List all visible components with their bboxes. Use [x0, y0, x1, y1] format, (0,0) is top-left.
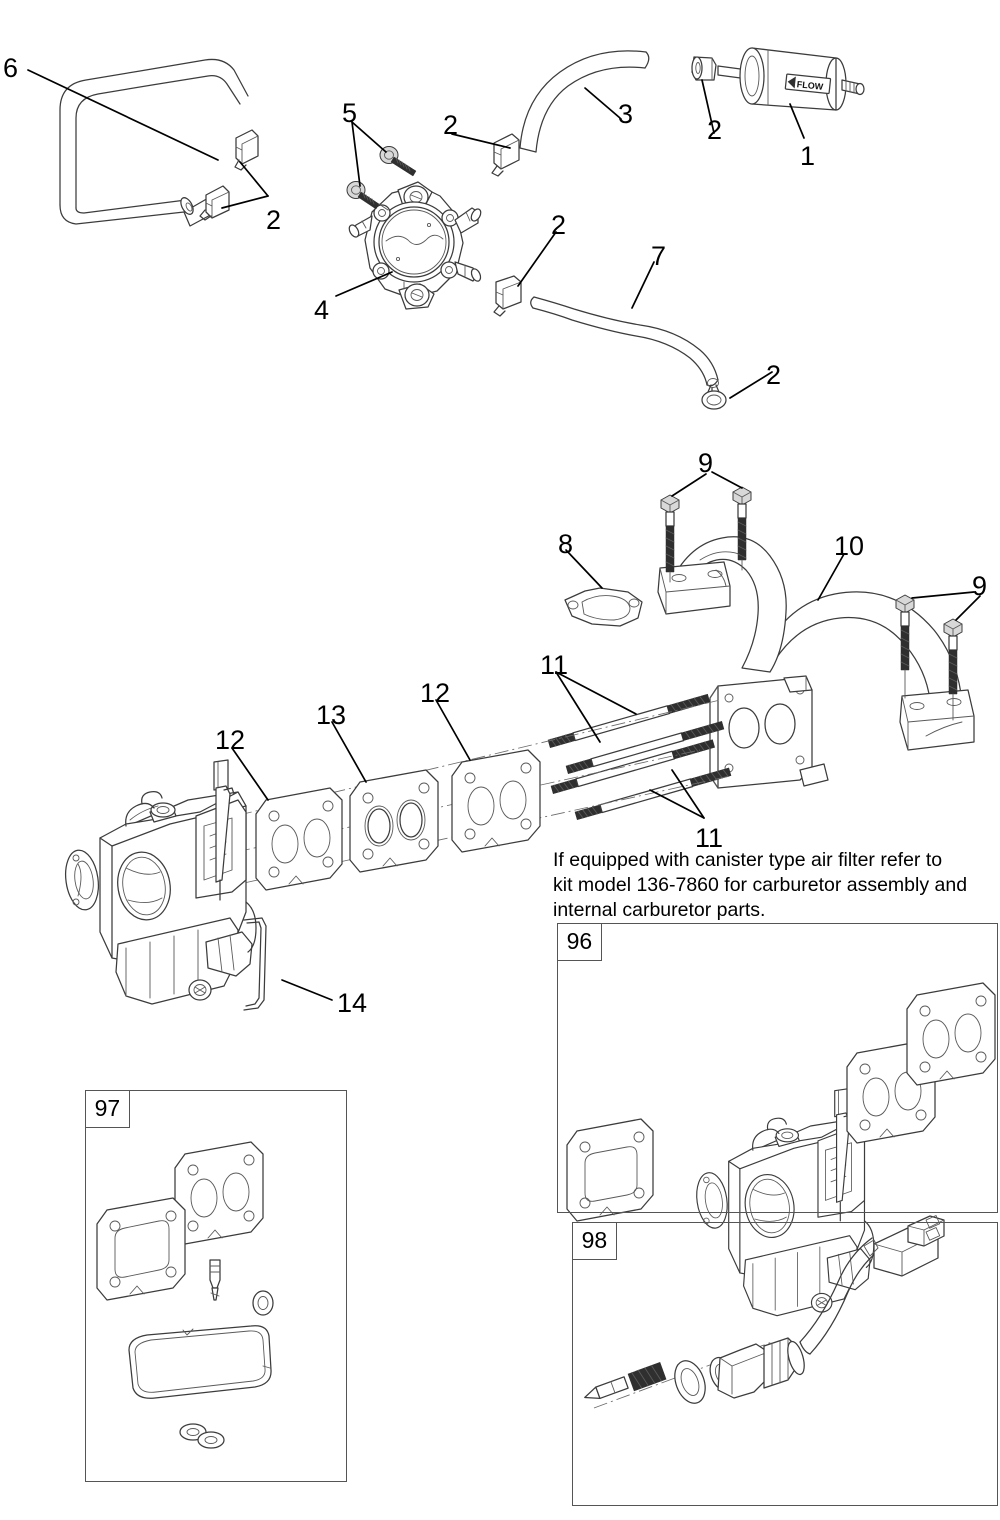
part-7-fuel-hose — [493, 275, 727, 410]
callout-11-lower: 11 — [695, 823, 724, 853]
inset-96-artwork — [566, 982, 996, 1317]
part-6-fuel-hose — [59, 58, 259, 227]
part-carburetor-assembly — [64, 759, 257, 1005]
callout-9-upper: 9 — [698, 448, 714, 478]
callout-14: 14 — [337, 988, 368, 1018]
inset-97-frame: 97 — [84, 1089, 347, 1482]
callout-2-hose6: 2 — [266, 205, 282, 235]
note-line-3: internal carburetor parts. — [553, 898, 766, 921]
callout-2-hose7-end: 2 — [766, 360, 782, 390]
callout-13: 13 — [316, 700, 347, 730]
callout-12-left: 12 — [215, 725, 246, 755]
callout-7: 7 — [651, 241, 667, 271]
part-11-carburetor-studs — [547, 693, 732, 820]
callout-4: 4 — [314, 295, 330, 325]
part-9-manifold-bolts — [660, 486, 963, 721]
part-1-fuel-filter: FLOW — [691, 47, 865, 111]
leader-lines — [27, 69, 981, 1001]
callout-2-filter: 2 — [707, 115, 723, 145]
part-12-gasket-left — [255, 787, 343, 891]
callout-10: 10 — [834, 531, 865, 561]
callout-1: 1 — [800, 141, 816, 171]
note-line-2: kit model 136-7860 for carburetor assemb… — [553, 873, 968, 896]
svg-text:FLOW: FLOW — [796, 79, 824, 92]
callout-9-lower: 9 — [972, 571, 988, 601]
note-line-1: If equipped with canister type air filte… — [553, 849, 943, 871]
part-13-carburetor-insulator — [349, 769, 439, 873]
part-12-gasket-right — [451, 749, 541, 853]
part-3-fuel-hose — [491, 50, 650, 177]
callout-5: 5 — [342, 98, 358, 128]
callout-3: 3 — [618, 99, 634, 129]
part-8-manifold-gasket — [564, 587, 643, 627]
callout-6: 6 — [3, 53, 19, 83]
inset-97-artwork — [96, 1141, 274, 1449]
callout-12-right: 12 — [420, 678, 451, 708]
callout-11-upper: 11 — [540, 650, 569, 680]
canister-filter-note: If equipped with canister type air filte… — [553, 848, 1000, 923]
callout-2-pump-top: 2 — [443, 110, 459, 140]
inset-97-label: 97 — [84, 1089, 131, 1128]
callout-8: 8 — [558, 529, 574, 559]
part-10-intake-manifold — [657, 536, 975, 789]
inset-98-frame: 98 — [571, 1221, 998, 1506]
inset-98-artwork — [584, 1215, 945, 1409]
inset-98-label: 98 — [571, 1221, 618, 1260]
inset-96-frame: 96 — [556, 922, 998, 1213]
callout-2-pump-bottom: 2 — [551, 210, 567, 240]
inset-96-label: 96 — [556, 922, 603, 961]
part-14-governor-rod — [243, 917, 267, 1011]
